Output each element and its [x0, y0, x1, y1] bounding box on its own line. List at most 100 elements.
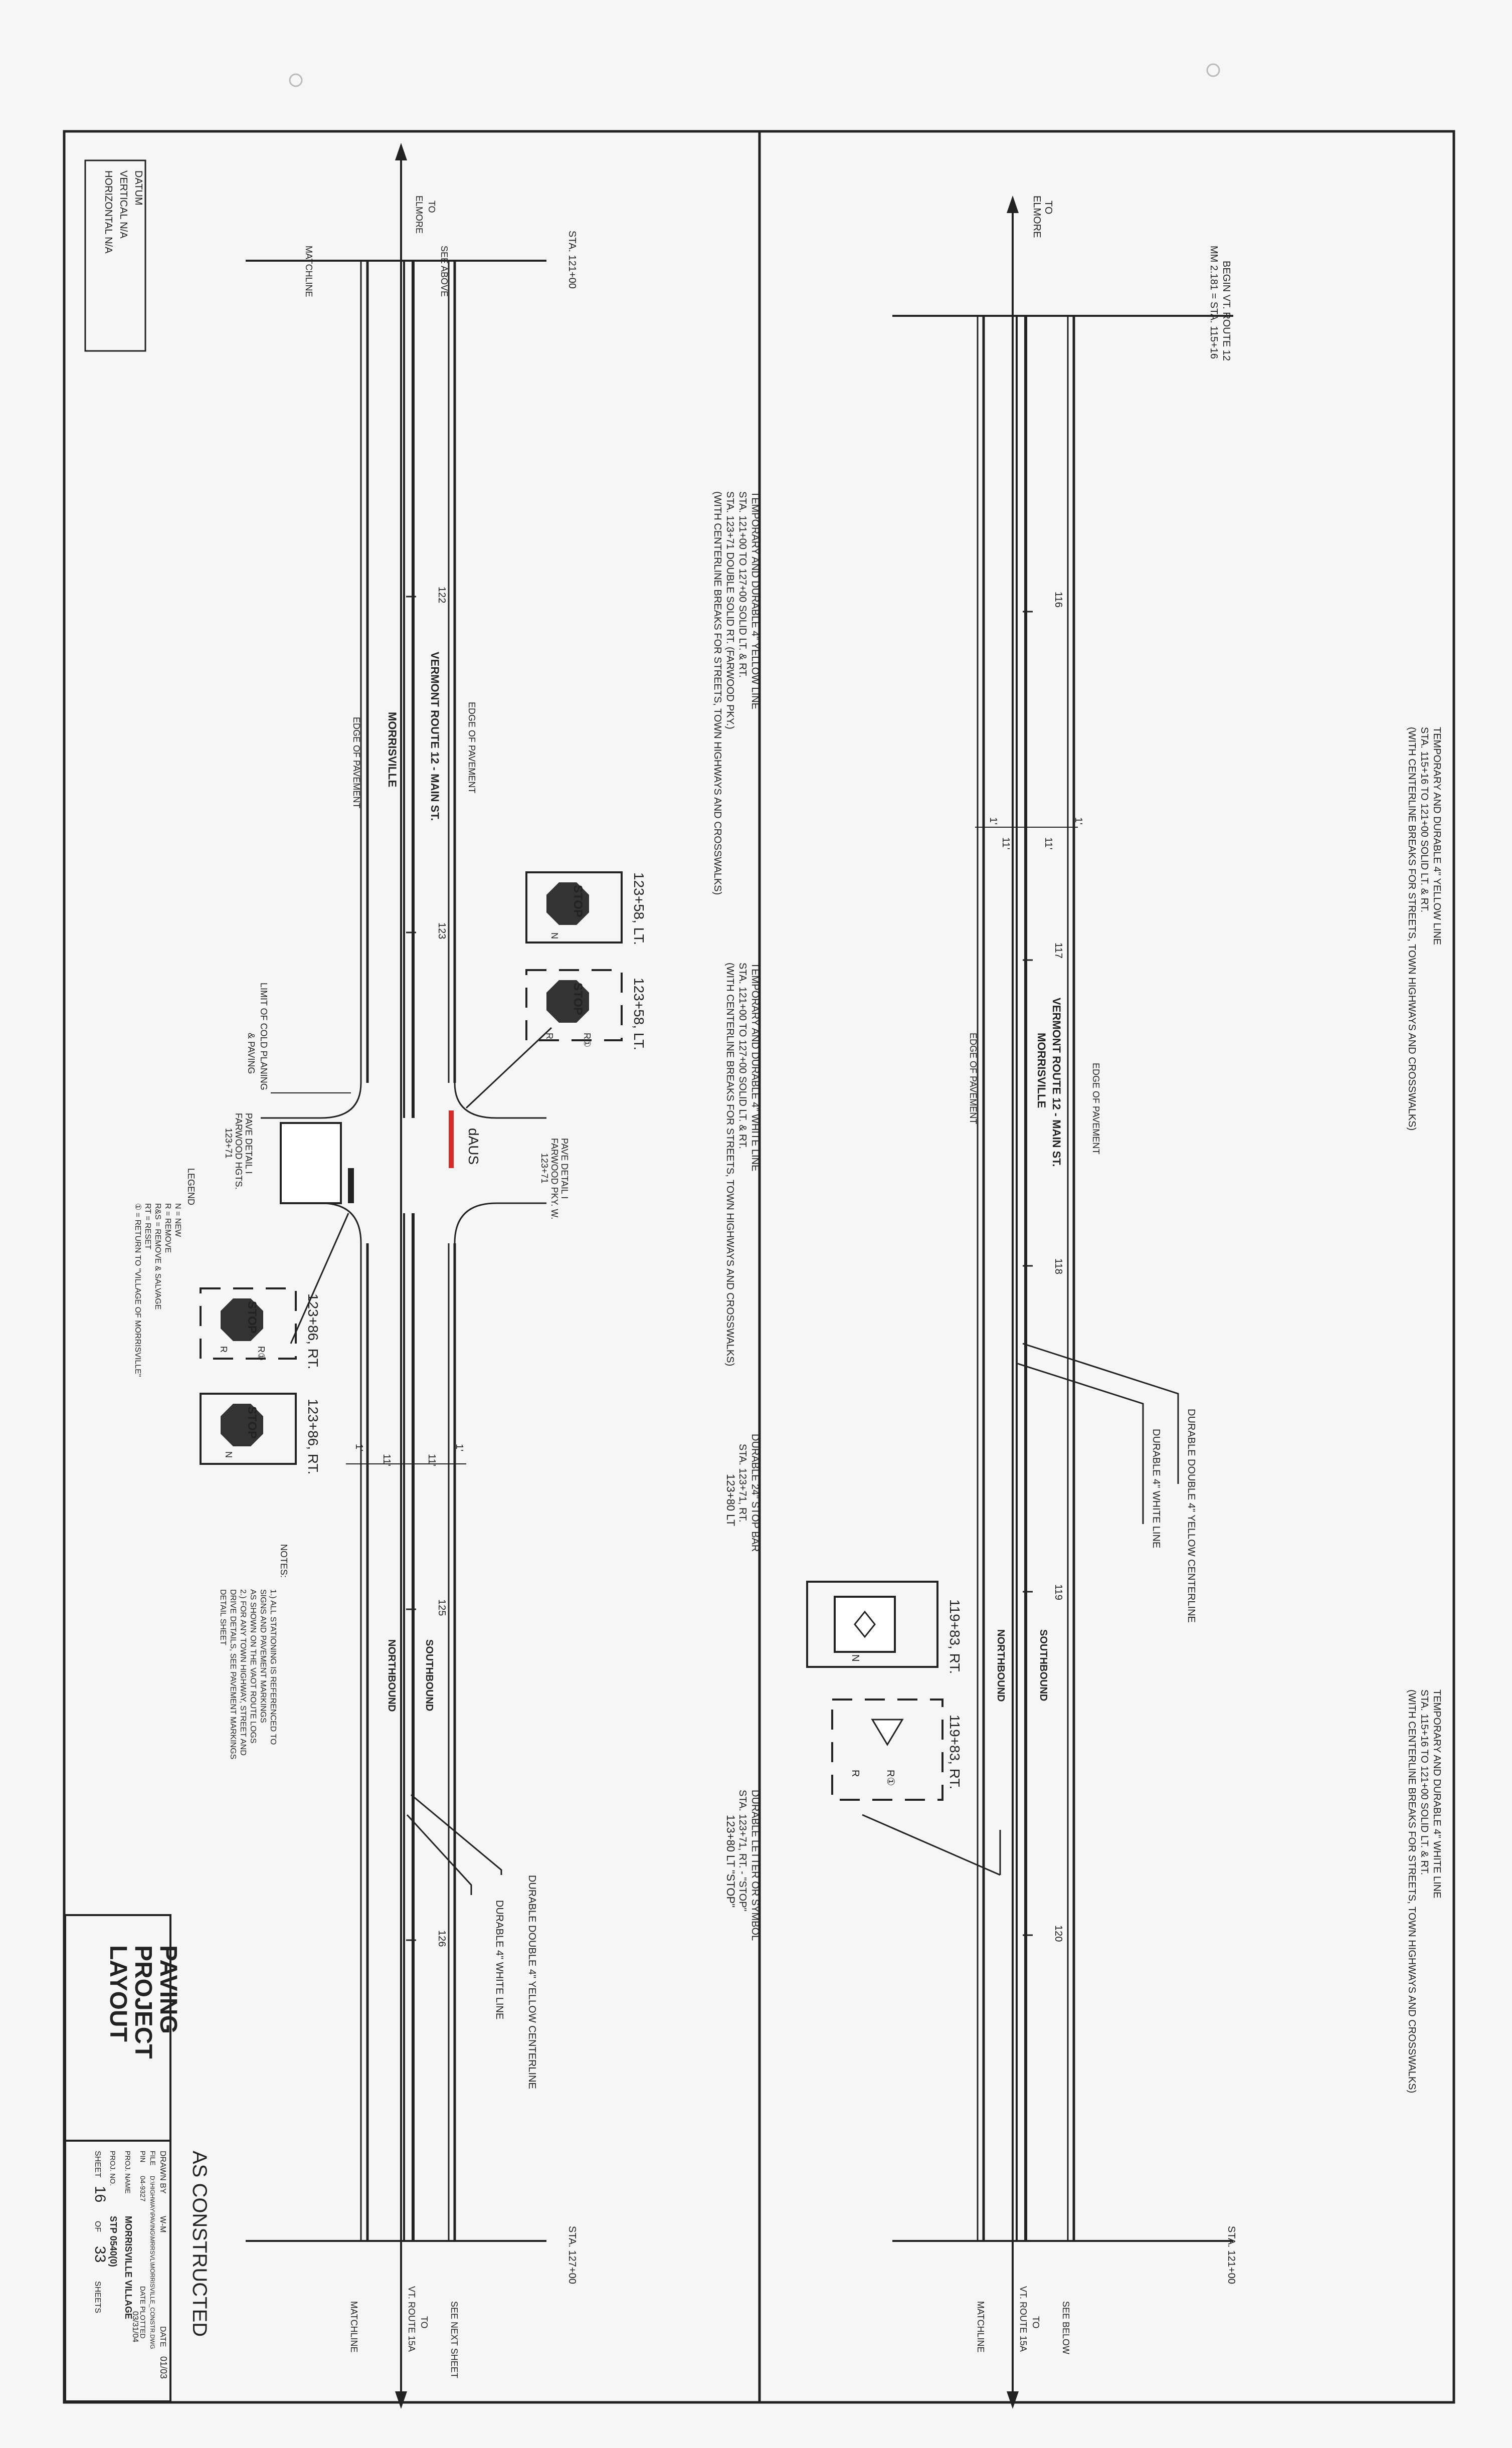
proj-no: STP 0540(0) [108, 2216, 118, 2267]
road-name: VERMONT ROUTE 12 - MAIN ST. [429, 652, 441, 821]
sign-status: R① [885, 1770, 896, 1786]
leader-stop-sign [465, 1027, 552, 1109]
lane-width: 11' [426, 1454, 437, 1466]
stop-sign-station: 123+86, RT. [305, 1399, 321, 1474]
stop-sign-text: STOP [571, 983, 585, 1015]
punch-hole [289, 73, 303, 87]
note-item: 1.) ALL STATIONING IS REFERENCED TO [269, 1589, 277, 1745]
side-street-left-north [261, 1082, 362, 1119]
pave-detail-label: PAVE DETAIL I [244, 1113, 254, 1174]
leader-white-b [406, 1814, 472, 1895]
lane-width: 11' [1000, 837, 1011, 850]
walker-icon [854, 1610, 876, 1638]
white-line-range: STA. 115+16 TO 121+00 SOLID LT. & RT. [1419, 1689, 1430, 1875]
datum-box [84, 159, 146, 352]
punch-hole [1206, 63, 1220, 77]
station-117: 117 [1053, 943, 1064, 959]
station-123: 123 [436, 922, 447, 939]
legend-item: RT = RESET [143, 1203, 152, 1250]
sheet-of: OF [93, 2221, 102, 2232]
northbound-label: NORTHBOUND [995, 1629, 1006, 1702]
arrow-down-icon [395, 2391, 407, 2409]
note-item: DETAIL SHEET [219, 1589, 227, 1645]
station-119: 119 [1053, 1584, 1064, 1600]
sign-status: R [544, 1033, 554, 1039]
yellow-line-range2: STA. 123+71 DOUBLE SOLID RT. (FARWOOD PK… [724, 491, 735, 729]
datum-label: DATUM [133, 170, 144, 206]
proj-name-label: PROJ. NAME [124, 2151, 132, 2194]
town-name: MORRISVILLE [1035, 1033, 1048, 1108]
plotted-value: 03/31/04 [131, 2311, 139, 2342]
title-line: PAVING [155, 1945, 181, 2034]
letter-note: DURABLE LETTER OR SYMBOL [749, 1790, 761, 1941]
proj-name: MORRISVILLE VILLAGE [123, 2216, 133, 2319]
stop-sign-icon [546, 882, 589, 925]
yellow-line-heading: TEMPORARY AND DURABLE 4" YELLOW LINE [749, 491, 761, 709]
sta-end-label: STA. 127+00 [566, 2226, 578, 2284]
to-elmore-label: TO [1043, 201, 1054, 214]
top-panel [64, 143, 1233, 2409]
see-below-label: SEE BELOW [1061, 2301, 1071, 2354]
pin-label: PIN [139, 2151, 147, 2162]
matchline-label: MATCHLINE [349, 2301, 359, 2353]
station-126: 126 [436, 1930, 447, 1947]
legend-item: R&S = REMOVE & SALVAGE [153, 1203, 162, 1309]
leader-white [1017, 1363, 1144, 1524]
southbound-label: SOUTHBOUND [1038, 1629, 1049, 1701]
sign-status: R① [256, 1346, 266, 1361]
arrow-down-icon [1007, 2391, 1019, 2409]
yellow-line-range: STA. 121+00 TO 127+00 SOLID LT. & RT. [737, 491, 748, 678]
cold-planing-label: & PAVING [246, 1033, 256, 1074]
lane-width: 1' [454, 1444, 465, 1451]
sign-frame [525, 871, 623, 944]
stop-sign-text: STOP [245, 1301, 259, 1334]
legend-item: R = REMOVE [163, 1203, 172, 1253]
date-label: DATE [158, 2326, 167, 2347]
sign-status: N [549, 932, 559, 939]
stop-sign-icon [546, 980, 589, 1023]
legend-item: ① = RETURN TO "VILLAGE OF MORRISVILLE" [133, 1203, 142, 1377]
yellow-line-detail: (WITH CENTERLINE BREAKS FOR STREETS, TOW… [712, 491, 723, 895]
sign-status: R [219, 1346, 229, 1353]
stop-sign-station: 123+58, LT. [631, 872, 647, 945]
pave-detail-label: 123+71 [224, 1128, 234, 1159]
to-elmore-label: ELMORE [414, 196, 424, 234]
lane-width: 1' [1073, 817, 1084, 825]
station-120: 120 [1053, 1925, 1064, 1942]
side-street-right-south [454, 1202, 546, 1244]
yellow-line-detail: (WITH CENTERLINE BREAKS FOR STREETS, TOW… [1406, 727, 1417, 1131]
ped-sign-new [806, 1581, 938, 1668]
sta-start-label: STA. 121+00 [566, 231, 578, 289]
stop-sign-3 [200, 1287, 297, 1360]
sign-status: N [224, 1451, 234, 1458]
stop-bar-note: DURABLE 24" STOP BAR [749, 1434, 761, 1552]
legend-title: LEGEND [186, 1168, 196, 1205]
legend-item: N = NEW [173, 1203, 182, 1237]
file-label: FILE [149, 2151, 157, 2166]
lane-width: 1' [353, 1444, 364, 1451]
arrow-up-icon [395, 143, 407, 160]
stop-sign-text: STOP [571, 885, 585, 917]
proj-no-label: PROJ. NO. [109, 2151, 117, 2186]
note-item: AS SHOWN ON THE VAOT ROUTE LOGS [249, 1589, 257, 1744]
arrow-up-icon [1007, 196, 1019, 213]
begin-station-label: BEGIN VT. ROUTE 12 [1221, 261, 1232, 361]
to-elmore-label: ELMORE [1031, 196, 1042, 238]
town-name: MORRISVILLE [386, 712, 399, 787]
yellow-line-heading: TEMPORARY AND DURABLE 4" YELLOW LINE [1431, 727, 1442, 945]
sign-frame-remove [525, 969, 623, 1041]
stop-sign-1 [525, 871, 623, 944]
drawn-by-value: W-M [158, 2216, 167, 2232]
station-125: 125 [436, 1599, 447, 1616]
stop-bar-note: STA. 123+71, RT. [737, 1444, 748, 1523]
sign-frame-remove [200, 1287, 297, 1360]
side-street-right-north [454, 1082, 546, 1119]
matchline-label: MATCHLINE [304, 246, 314, 297]
sheet-number: 16 [92, 2186, 108, 2202]
southbound-label: SOUTHBOUND [424, 1639, 435, 1711]
stop-sign-text: STOP [245, 1406, 259, 1439]
sign-frame [200, 1393, 297, 1465]
to-route-label: VT. ROUTE 15A [1018, 2286, 1028, 2352]
callout-double-yellow: DURABLE DOUBLE 4" YELLOW CENTERLINE [526, 1875, 537, 2089]
